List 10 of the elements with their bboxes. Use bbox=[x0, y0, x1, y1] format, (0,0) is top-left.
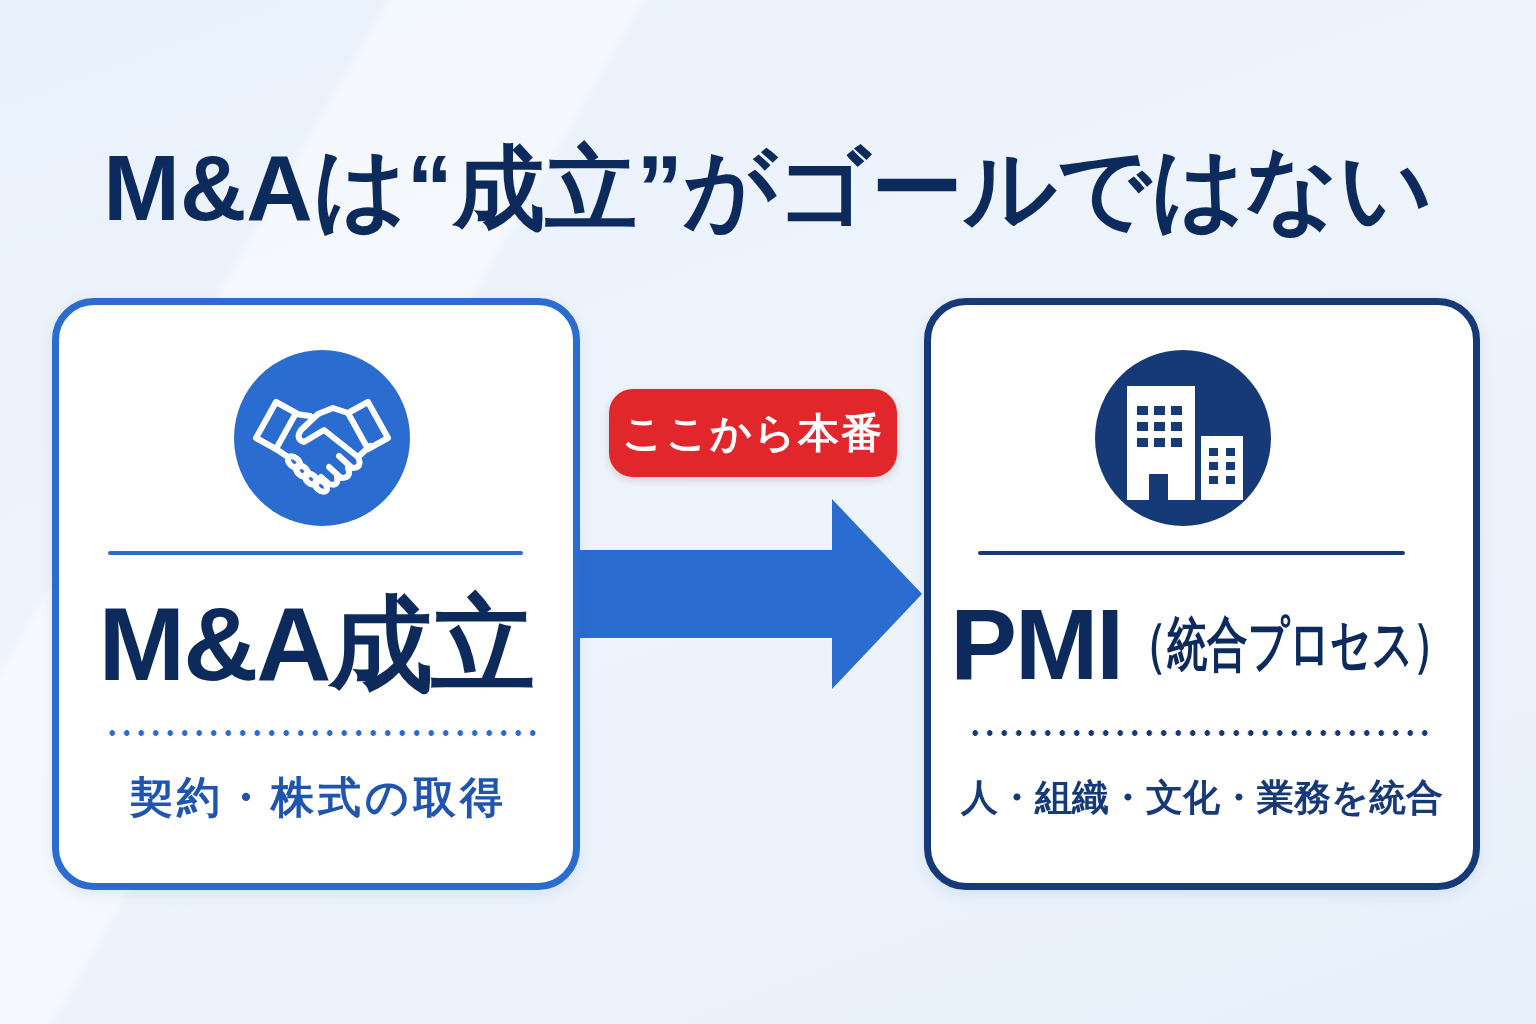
arrow bbox=[580, 499, 922, 689]
badge: ここから本番 bbox=[609, 389, 897, 477]
title: M&Aは“成立”がゴールではない bbox=[103, 136, 1433, 241]
card bbox=[924, 298, 1480, 890]
card-description: 人・組織・文化・業務を統合 bbox=[960, 775, 1444, 820]
card-subheading: （統合プロセス） bbox=[1126, 612, 1454, 676]
card bbox=[52, 298, 580, 890]
card-description: 契約・株式の取得 bbox=[128, 772, 508, 824]
card-heading: PMI bbox=[950, 589, 1123, 699]
card-heading: M&A成立 bbox=[98, 586, 534, 702]
